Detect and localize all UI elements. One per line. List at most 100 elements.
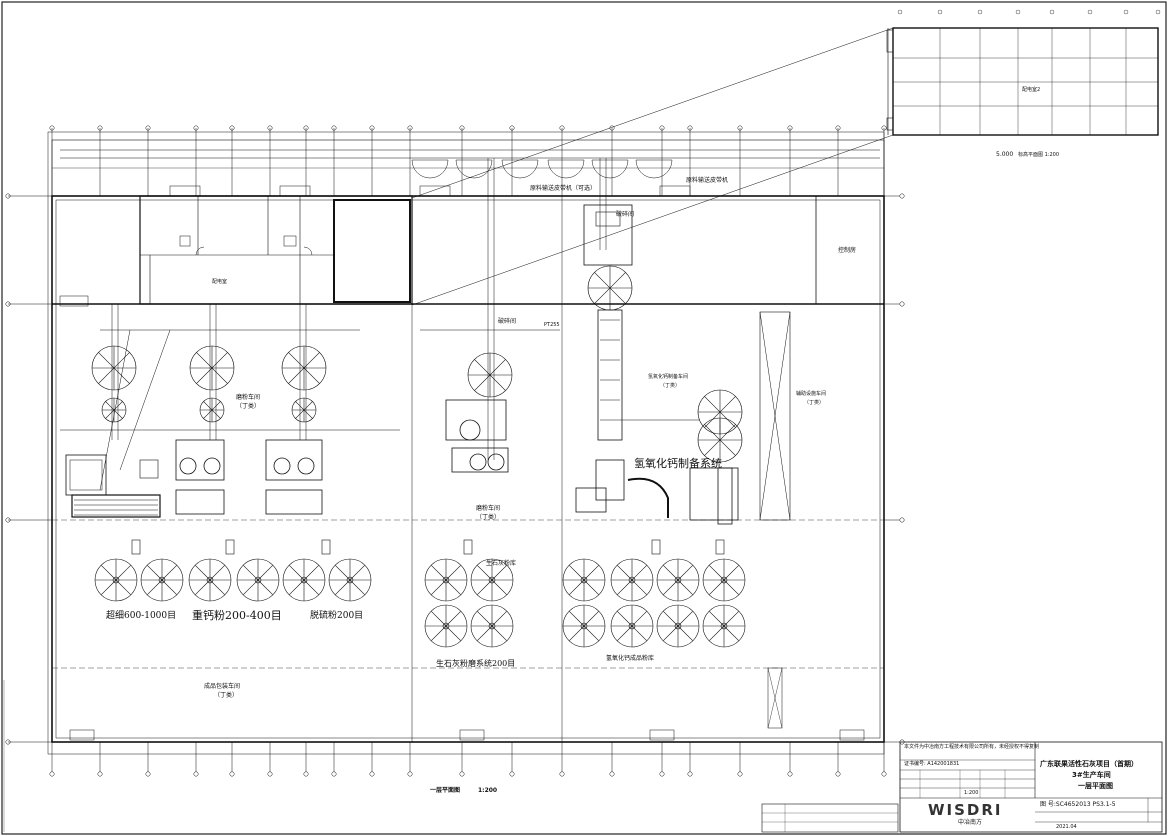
upper-detail-subtitle: 标高平面图 1:200 — [1018, 152, 1059, 158]
storage-silo-rib — [616, 610, 633, 627]
storage-silo-rib — [288, 579, 305, 596]
storage-silo-rib — [476, 564, 493, 581]
storage-silo-rib — [662, 579, 679, 596]
detail-axis-bubble — [1155, 9, 1161, 15]
storage-silo-rib — [708, 564, 725, 581]
storage-silo-rib — [257, 579, 274, 596]
axis-bubble — [97, 125, 103, 131]
storage-silo-rib — [491, 610, 508, 627]
pipe-tag: PT255 — [544, 322, 560, 328]
storage-silo-rib — [476, 579, 493, 596]
conveyor-top-label: 原料输送皮带机（可选） — [530, 185, 597, 192]
axis-bubble — [331, 125, 337, 131]
axis-bubble — [659, 125, 665, 131]
axis-bubble — [5, 517, 11, 523]
equipment-crosshair — [704, 396, 736, 428]
company-logo: WISDRI — [928, 801, 1003, 819]
hydroxide-system-label: 氢氧化钙制备系统 — [634, 457, 722, 470]
storage-silo-rib — [677, 579, 694, 596]
equipment-crosshair — [704, 424, 736, 456]
storage-silo-rib — [568, 625, 585, 642]
upper-room-label: 配电室2 — [1022, 87, 1041, 93]
detail-axis-bubble — [897, 9, 903, 15]
grid-axis-bottom — [49, 742, 887, 777]
storage-silo-rib — [568, 579, 585, 596]
plan-scale: 1:200 — [478, 787, 498, 794]
storage-silo-rib — [349, 579, 366, 596]
axis-bubble — [407, 125, 413, 131]
silo-label-ultrafine: 超细600-1000目 — [106, 611, 177, 621]
packing-workshop-label: 成品包装车间 — [204, 683, 241, 690]
axis-bubble — [193, 125, 199, 131]
storage-silo-rib — [723, 610, 740, 627]
axis-bubble — [229, 771, 235, 777]
axis-bubble — [609, 125, 615, 131]
grinding-mid-sub: （丁类） — [476, 514, 501, 521]
distribution-room-label: 配电室 — [212, 279, 228, 285]
project-title-line3: 一层平面图 — [1078, 782, 1113, 790]
feed-hopper — [225, 539, 235, 555]
axis-bubble — [687, 125, 693, 131]
storage-silo-rib — [662, 564, 679, 581]
axis-bubble — [331, 771, 337, 777]
storage-silos — [94, 539, 746, 648]
axis-bubble — [737, 125, 743, 131]
storage-silo-rib — [476, 625, 493, 642]
grinding-mid-label: 磨粉车间 — [476, 505, 501, 512]
axis-bubble — [229, 125, 235, 131]
axis-bubble — [899, 193, 905, 199]
axis-bubble — [193, 771, 199, 777]
storage-silo-rib — [194, 579, 211, 596]
canopy-silo-arc — [591, 159, 629, 179]
feed-hopper — [463, 539, 473, 555]
storage-silo-rib — [100, 579, 117, 596]
storage-silo-rib — [194, 564, 211, 581]
storage-silo-rib — [723, 564, 740, 581]
feed-hopper — [651, 539, 661, 555]
detail-axis-bubble — [1015, 9, 1021, 15]
mill-equipment — [65, 204, 739, 525]
storage-silo-rib — [242, 579, 259, 596]
axis-bubble — [145, 125, 151, 131]
storage-silo-rib — [631, 625, 648, 642]
hydroxide-workshop-sub: （丁类） — [660, 383, 681, 389]
storage-silo-rib — [303, 564, 320, 581]
axis-bubble — [659, 771, 665, 777]
storage-silo-rib — [583, 610, 600, 627]
axis-bubble — [5, 301, 11, 307]
canopy-silo-arc — [411, 159, 449, 179]
axis-bubble — [559, 125, 565, 131]
storage-silo-rib — [583, 579, 600, 596]
storage-silo-rib — [723, 625, 740, 642]
equipment-crosshair — [295, 401, 313, 419]
detail-axis-bubble — [1123, 9, 1129, 15]
storage-silo-rib — [115, 579, 132, 596]
feed-hopper — [321, 539, 331, 555]
axis-bubble — [687, 771, 693, 777]
top-silos — [411, 159, 673, 179]
axis-bubble — [835, 125, 841, 131]
equipment-crosshair — [105, 401, 123, 419]
equipment-crosshair — [98, 352, 130, 384]
axis-bubble — [407, 771, 413, 777]
axis-bubble — [899, 301, 905, 307]
axis-bubble — [49, 125, 55, 131]
axis-bubble — [49, 771, 55, 777]
equipment-crosshair — [203, 401, 221, 419]
equipment-crosshair — [288, 352, 320, 384]
storage-silo-rib — [445, 625, 462, 642]
storage-silo-rib — [708, 625, 725, 642]
upper-level-detail — [886, 9, 1161, 136]
storage-silo-rib — [677, 610, 694, 627]
storage-silo-rib — [209, 564, 226, 581]
axis-bubble — [145, 771, 151, 777]
axis-bubble — [559, 771, 565, 777]
grinding-left-label: 磨粉车间 — [236, 394, 261, 401]
axis-bubble — [835, 771, 841, 777]
control-room-label: 控制房 — [838, 247, 857, 254]
certificate-label: 证书编号: A142001831 — [904, 761, 960, 767]
storage-silo-rib — [349, 564, 366, 581]
grid-axis-top — [49, 125, 887, 196]
